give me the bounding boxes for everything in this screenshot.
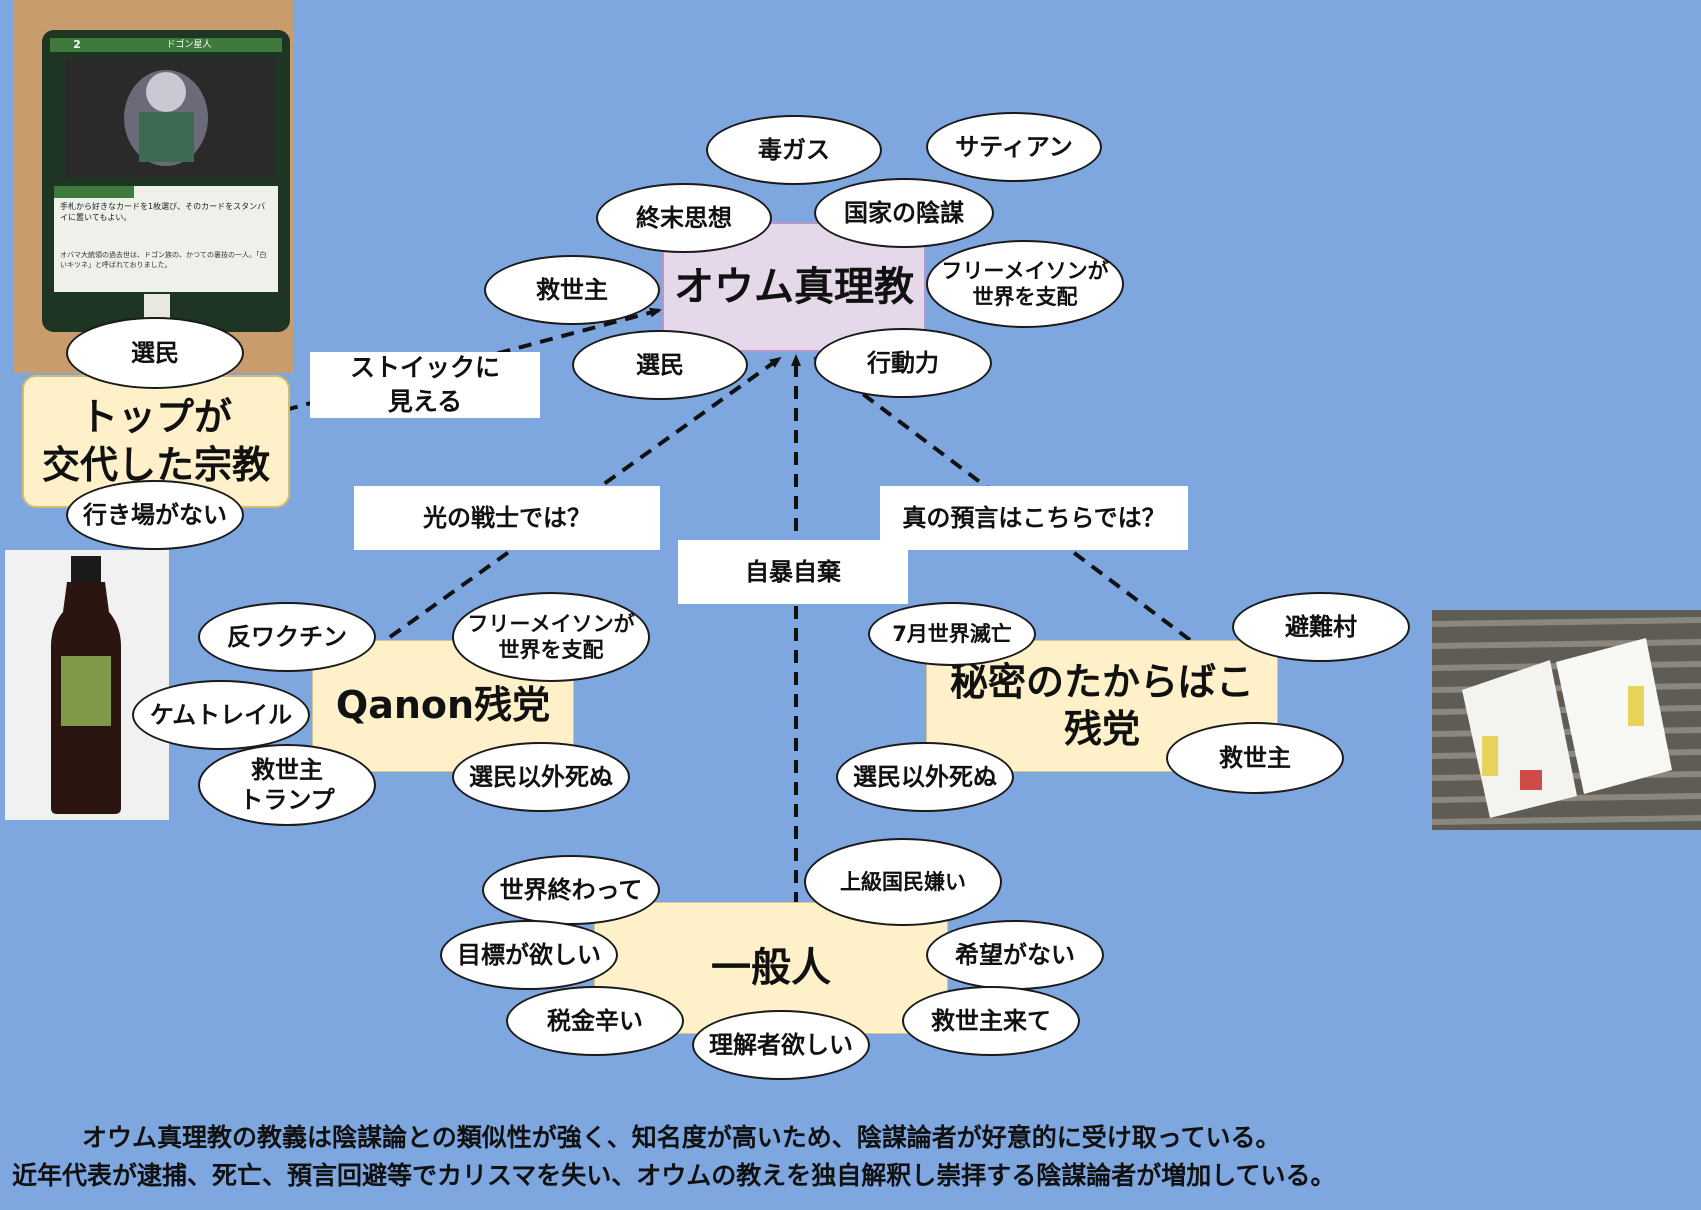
trait-july-end: 7月世界滅亡 — [868, 602, 1036, 666]
trait-savior-trump: 救世主 トランプ — [198, 744, 376, 826]
card-photo: 2 ドゴン星人 手札から好きなカードを1枚選び、そのカードをスタンバイに置いても… — [14, 0, 294, 373]
trait-doomsday: 終末思想 — [596, 183, 772, 253]
trait-shelter-village: 避難村 — [1232, 592, 1410, 662]
label-self-abandon: 自暴自棄 — [678, 540, 908, 604]
trait-want-goal: 目標が欲しい — [440, 920, 618, 990]
card-flavor-text: オバマ大統領の過去世は、ドゴン族の、かつての裏技の一人。「白いキツネ」と呼ばれて… — [60, 251, 267, 269]
card-rules-text: 手札から好きなカードを1枚選び、そのカードをスタンバイに置いてもよい。 — [60, 202, 266, 222]
label-light-warrior: 光の戦士では？ — [354, 486, 660, 550]
trait-world-end: 世界終わって — [482, 855, 660, 925]
footer-line-2: 近年代表が逮捕、死亡、預言回避等でカリスマを失い、オウムの教えを独自解釈し崇拝す… — [12, 1161, 1336, 1190]
books-photo — [1432, 610, 1701, 830]
node-qanon-remnant: Qanon残党 — [312, 640, 574, 772]
trait-action: 行動力 — [814, 328, 992, 398]
trait-savior-come: 救世主来て — [902, 986, 1080, 1056]
bottle-photo — [5, 550, 169, 820]
trait-no-hope: 希望がない — [926, 920, 1104, 990]
footer-line-1: オウム真理教の教義は陰謀論との類似性が強く、知名度が高いため、陰謀論者が好意的に… — [82, 1123, 1281, 1152]
trait-non-chosen-die-qanon: 選民以外死ぬ — [452, 742, 630, 812]
card-name: ドゴン星人 — [166, 40, 212, 50]
trait-chosen-top: 選民 — [66, 317, 244, 389]
trait-poison-gas: 毒ガス — [706, 115, 882, 185]
qanon-title: Qanon残党 — [335, 683, 551, 728]
trait-savior-central: 救世主 — [484, 255, 660, 325]
trait-chosen-central: 選民 — [572, 330, 748, 400]
trait-freemason-central: フリーメイソンが 世界を支配 — [926, 240, 1124, 328]
trait-tax-hard: 税金辛い — [506, 986, 684, 1056]
trait-freemason-qanon: フリーメイソンが 世界を支配 — [452, 592, 650, 682]
arrow-qanon-to-central — [388, 356, 782, 639]
trait-savior-takarabako: 救世主 — [1166, 722, 1344, 794]
trait-chemtrail: ケムトレイル — [132, 680, 310, 750]
trait-non-chosen-die-takarabako: 選民以外死ぬ — [836, 742, 1014, 812]
card-cost: 2 — [73, 38, 81, 51]
trait-antivax: 反ワクチン — [198, 602, 376, 672]
trait-want-understander: 理解者欲しい — [692, 1010, 870, 1080]
trait-nowhere: 行き場がない — [66, 480, 244, 550]
top-changed-title-line1: トップが — [79, 395, 232, 439]
label-stoic: ストイックに 見える — [310, 352, 540, 418]
node-top-changed-religion: トップが 交代した宗教 — [22, 375, 290, 508]
general-title: 一般人 — [711, 945, 831, 991]
trait-state-conspiracy: 国家の陰謀 — [814, 178, 994, 248]
trait-satian: サティアン — [926, 112, 1102, 182]
label-true-prophecy: 真の預言はこちらでは？ — [880, 486, 1188, 550]
takarabako-title-line2: 残党 — [1063, 707, 1140, 751]
takarabako-title-line1: 秘密のたからばこ — [949, 659, 1254, 704]
trait-upper-class-hate: 上級国民嫌い — [804, 838, 1002, 926]
central-title: オウム真理教 — [674, 264, 914, 310]
arrow-takarabako-to-central — [813, 356, 1192, 642]
